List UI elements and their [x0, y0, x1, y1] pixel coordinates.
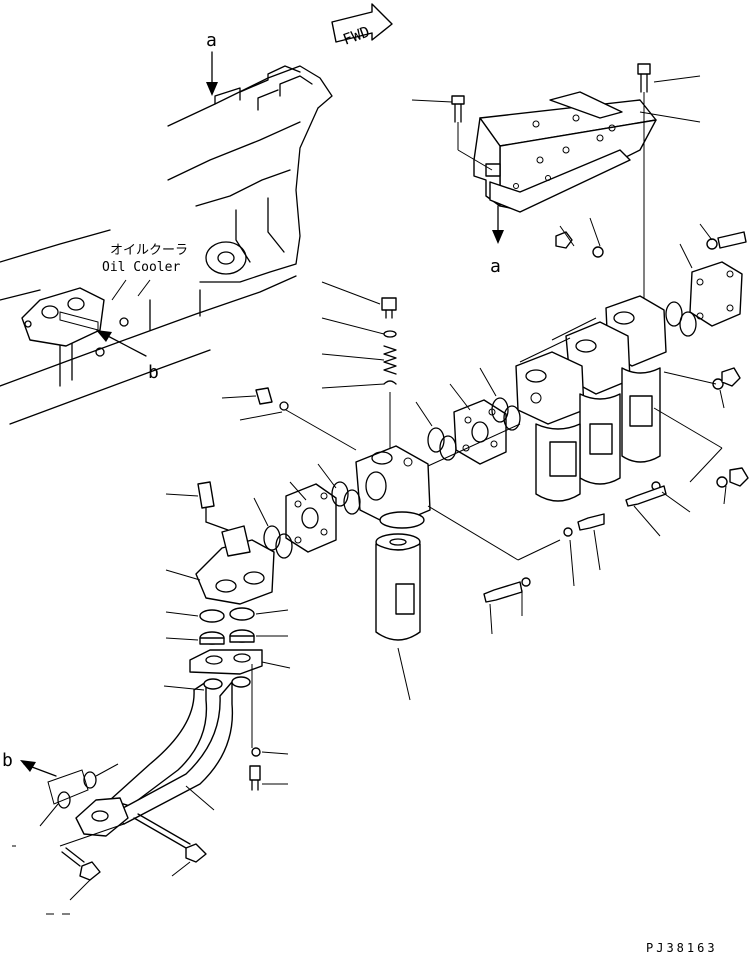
reference-a-top: a: [206, 30, 218, 96]
filter-cartridge-rear: [621, 367, 661, 463]
reference-b-left: b: [59, 311, 159, 383]
drawing-code: PJ38163: [646, 941, 718, 955]
arrow-icon: [20, 760, 36, 772]
reference-a-right: a: [490, 205, 504, 277]
arrow-icon: [96, 330, 112, 342]
bolts-lower-left: [12, 813, 207, 915]
oil-cooler-en-label: Oil Cooler: [102, 260, 180, 275]
mounting-bracket: [411, 63, 701, 300]
filter-cartridge-front: [535, 423, 581, 502]
fasteners-right: [555, 217, 749, 537]
cover-plate-right: [665, 261, 743, 337]
oil-cooler-label: オイルクーラ Oil Cooler: [102, 243, 188, 301]
reference-b-bottom: b: [2, 750, 119, 827]
engine-block: [0, 65, 333, 425]
filter-cartridge-center: [375, 533, 421, 701]
oil-cooler-jp-label: オイルクーラ: [110, 243, 188, 258]
sensor-and-cooler-head: [165, 481, 291, 675]
ref-a-top-label: a: [206, 30, 217, 51]
filter-head-center: [221, 281, 431, 529]
bolts-lower-right: [483, 513, 605, 635]
gasket-plates-center: [253, 367, 561, 561]
arrow-icon: [492, 230, 504, 244]
ref-b-left-label: b: [148, 362, 159, 383]
ref-a-right-label: a: [490, 256, 501, 277]
oil-pipe: [75, 664, 289, 837]
fwd-arrow: FWD: [331, 3, 393, 49]
filter-head-group: [515, 295, 667, 425]
ref-b-bottom-label: b: [2, 750, 13, 771]
arrow-icon: [206, 82, 218, 96]
filter-cartridge-middle: [579, 393, 621, 485]
